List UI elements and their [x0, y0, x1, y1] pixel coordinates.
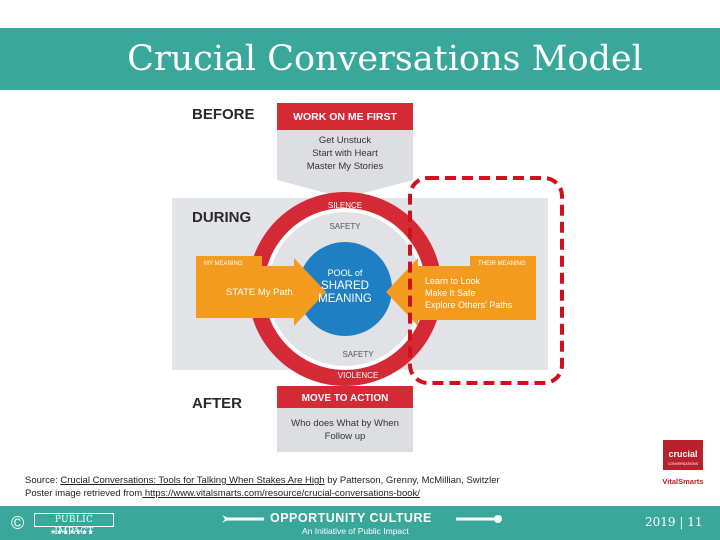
work-on-me-first-text: WORK ON ME FIRST [293, 111, 397, 123]
pool-line-1: POOL of [328, 268, 363, 278]
copyright-symbol: © [11, 513, 25, 533]
logo-brand-text: VitalSmarts [662, 477, 703, 486]
footer-bar: © PUBLIC IMPACT ★★★★★★★ OPPORTUNITY CULT… [0, 506, 720, 540]
pool-circle [298, 242, 392, 336]
right-item-3: Explore Others' Paths [425, 300, 513, 310]
logo-crucial-text: crucial [668, 449, 697, 459]
after-item-1: Who does What by When [291, 418, 399, 429]
opportunity-culture-arrow-icon [222, 515, 502, 523]
pool-line-3: MEANING [318, 293, 372, 305]
before-label: BEFORE [192, 106, 255, 123]
before-item-2: Start with Heart [312, 148, 378, 159]
before-arrow [277, 130, 413, 198]
their-meaning-tab [470, 256, 536, 268]
safety-bottom-label: SAFETY [342, 350, 374, 359]
my-meaning-tab [196, 256, 262, 268]
left-arrow-head [294, 258, 326, 326]
state-my-path-arrow [196, 266, 294, 318]
page-title: Crucial Conversations Model [127, 39, 643, 79]
my-meaning-label: MY MEANING [204, 261, 243, 267]
move-to-action-box [277, 386, 413, 408]
vitalsmarts-logo: crucial CONVERSATIONS VitalSmarts [662, 440, 704, 486]
logo-sub-text: CONVERSATIONS [668, 462, 699, 466]
source-authors: by Patterson, Grenny, McMillian, Switzle… [324, 475, 500, 486]
right-item-1: Learn to Look [425, 276, 481, 286]
violence-label: VIOLENCE [338, 371, 378, 380]
state-my-path-text: STATE My Path [226, 287, 293, 298]
after-item-2: Follow up [325, 431, 366, 442]
move-to-action-text: MOVE TO ACTION [302, 393, 389, 404]
source-line-1: Source: Crucial Conversations: Tools for… [25, 474, 585, 487]
source-line-2: Poster image retrieved from https://www.… [25, 487, 585, 500]
before-item-1: Get Unstuck [319, 135, 372, 146]
pool-line-2: SHARED [321, 280, 369, 292]
public-impact-stars: ★★★★★★★ [50, 529, 94, 536]
opportunity-culture-title: OPPORTUNITY CULTURE [270, 511, 432, 525]
year-page-number: 2019 | 11 [645, 515, 703, 529]
source-prefix: Source: [25, 475, 61, 486]
public-impact-logo: PUBLIC IMPACT [34, 513, 114, 537]
highlight-dashed-box [408, 176, 564, 385]
during-label: DURING [192, 209, 251, 226]
source-url-link[interactable]: https://www.vitalsmarts.com/resource/cru… [142, 488, 420, 499]
source-citation: Source: Crucial Conversations: Tools for… [25, 474, 585, 500]
their-meaning-label: THEIR MEANING [478, 261, 526, 267]
after-label: AFTER [192, 395, 242, 412]
work-on-me-first-box [277, 103, 413, 130]
safety-top-label: SAFETY [329, 222, 361, 231]
right-item-2: Make It Safe [425, 288, 476, 298]
silence-label: SILENCE [328, 201, 362, 210]
poster-prefix: Poster image retrieved from [25, 488, 143, 499]
title-bar: Crucial Conversations Model [0, 28, 720, 90]
before-item-3: Master My Stories [307, 161, 384, 172]
after-box [277, 408, 413, 452]
source-book-title: Crucial Conversations: Tools for Talking… [60, 475, 325, 486]
right-path-arrow [418, 266, 536, 320]
right-arrow-head [386, 258, 418, 326]
opportunity-culture-subtitle: An Initiative of Public Impact [302, 526, 409, 536]
